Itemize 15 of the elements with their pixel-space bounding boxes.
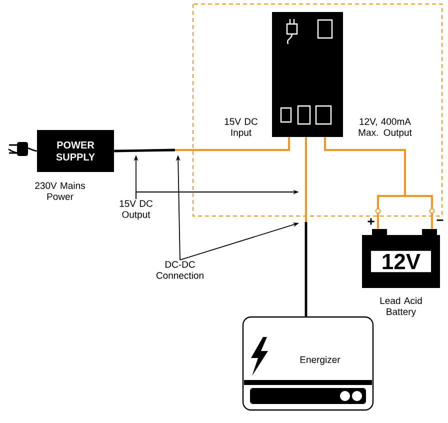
port-label: 230V Mains Power — [35, 182, 85, 200]
port-label: − — [436, 219, 444, 221]
wire — [8, 147, 37, 154]
caption-text: Lead Acid Battery — [380, 297, 422, 317]
wire — [324, 136, 433, 230]
plug-drawing — [8, 142, 28, 156]
port-label: 15V DC Input — [224, 118, 258, 138]
power-supply-box: POWER SUPPLY — [37, 130, 114, 172]
port-label: + — [368, 218, 374, 225]
converter-drawing — [272, 12, 343, 137]
battery-drawing: 12V — [362, 229, 440, 288]
port-label: 12V, 400mA Max. Output — [358, 118, 412, 138]
callout-text: DC-DC Connection — [156, 261, 204, 279]
energizer-drawing: Energizer — [242, 316, 374, 411]
callout-text: 15V DC Output — [120, 200, 153, 220]
